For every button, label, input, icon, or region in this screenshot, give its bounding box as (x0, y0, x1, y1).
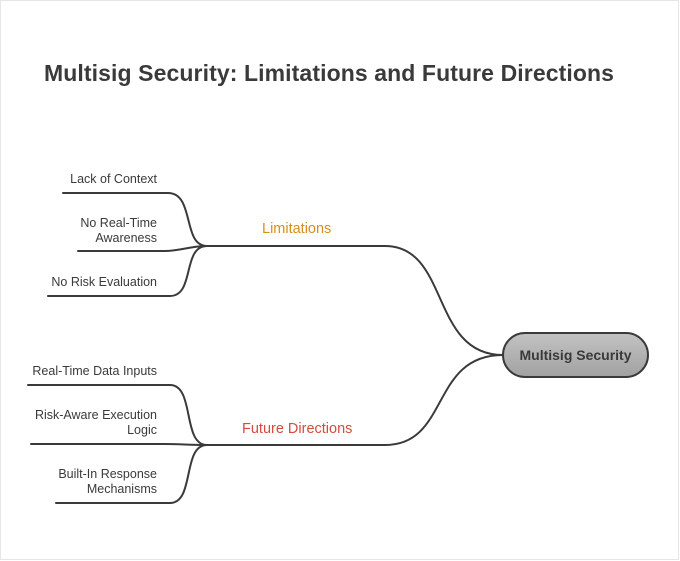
leaf-no-risk-evaluation: No Risk Evaluation (51, 275, 157, 290)
leaf-text: No Risk Evaluation (51, 275, 157, 289)
branch-label-future-directions: Future Directions (242, 421, 353, 437)
leaf-risk-aware-execution-logic: Risk-Aware Execution Logic (35, 408, 157, 438)
leaf-text-line-2: Logic (127, 423, 157, 437)
branch-label-limitations: Limitations (262, 221, 332, 237)
diagram-title: Multisig Security: Limitations and Futur… (44, 60, 615, 86)
leaf-text-line-2: Awareness (95, 231, 157, 245)
leaf-no-real-time-awareness: No Real-Time Awareness (80, 216, 157, 246)
leaf-lack-of-context: Lack of Context (70, 172, 157, 187)
leaf-text-line-1: Risk-Aware Execution (34, 408, 157, 422)
leaf-text-line-1: No Real-Time (80, 216, 157, 230)
leaf-real-time-data-inputs: Real-Time Data Inputs (32, 364, 157, 379)
connector-risk-aware (30, 443, 208, 446)
root-node-label: Multisig Security (519, 347, 632, 363)
connector-root-limitations (384, 245, 504, 356)
connector-real-time-data (27, 384, 208, 446)
root-node: Multisig Security (502, 332, 649, 378)
leaf-text: Lack of Context (70, 172, 157, 186)
connector-no-risk-evaluation (47, 245, 208, 297)
connector-built-in-response (55, 444, 208, 504)
connector-lack-of-context (62, 192, 208, 247)
leaf-built-in-response-mechanisms: Built-In Response Mechanisms (58, 467, 157, 497)
leaf-text-line-2: Mechanisms (86, 482, 157, 496)
leaf-text-line-1: Built-In Response (58, 467, 157, 481)
connector-root-future (384, 354, 504, 446)
connector-no-real-time (77, 245, 208, 252)
leaf-text: Real-Time Data Inputs (32, 364, 157, 378)
